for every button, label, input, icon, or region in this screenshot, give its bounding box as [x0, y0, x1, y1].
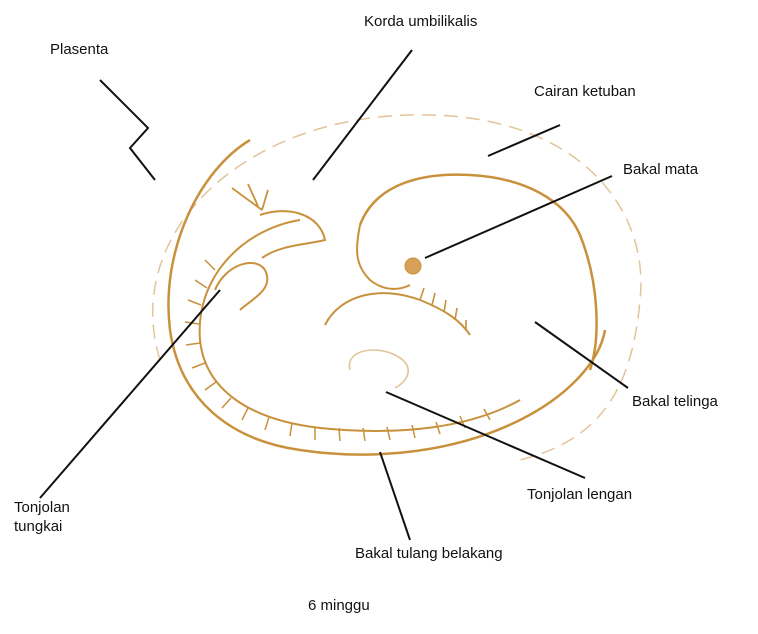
embryo-body-outline: [168, 140, 605, 455]
label-cairan-ketuban: Cairan ketuban: [534, 82, 636, 101]
face-outline: [357, 225, 410, 289]
tail-outline: [260, 211, 325, 258]
label-tonjolan-tungkai: Tonjolan tungkai: [14, 498, 104, 536]
leader-lines: [40, 50, 628, 540]
leader-cairan: [488, 125, 560, 156]
leader-tonjolan-lengan: [386, 392, 585, 478]
embryo-inner-outline: [200, 220, 520, 431]
leader-bakal-telinga: [535, 322, 628, 388]
leader-korda: [313, 50, 412, 180]
leg-bud-outline: [215, 263, 267, 310]
label-bakal-telinga: Bakal telinga: [632, 392, 718, 411]
vessel-branch: [232, 184, 268, 210]
label-plasenta: Plasenta: [50, 40, 108, 59]
caption-6-minggu: 6 minggu: [308, 596, 370, 615]
leader-bakal-tulang: [380, 452, 410, 540]
jaw-outline: [325, 293, 470, 335]
arm-bud-outline: [349, 350, 408, 388]
label-bakal-tulang-belakang: Bakal tulang belakang: [355, 544, 503, 563]
leader-tonjolan-tungkai: [40, 290, 220, 498]
spine-segments: [185, 260, 490, 441]
label-korda-umbilikalis: Korda umbilikalis: [364, 12, 477, 31]
amniotic-sac-outline: [153, 115, 641, 460]
eye-dot: [405, 258, 421, 274]
label-bakal-mata: Bakal mata: [623, 160, 698, 179]
leader-plasenta: [100, 80, 155, 180]
label-tonjolan-lengan: Tonjolan lengan: [527, 485, 632, 504]
